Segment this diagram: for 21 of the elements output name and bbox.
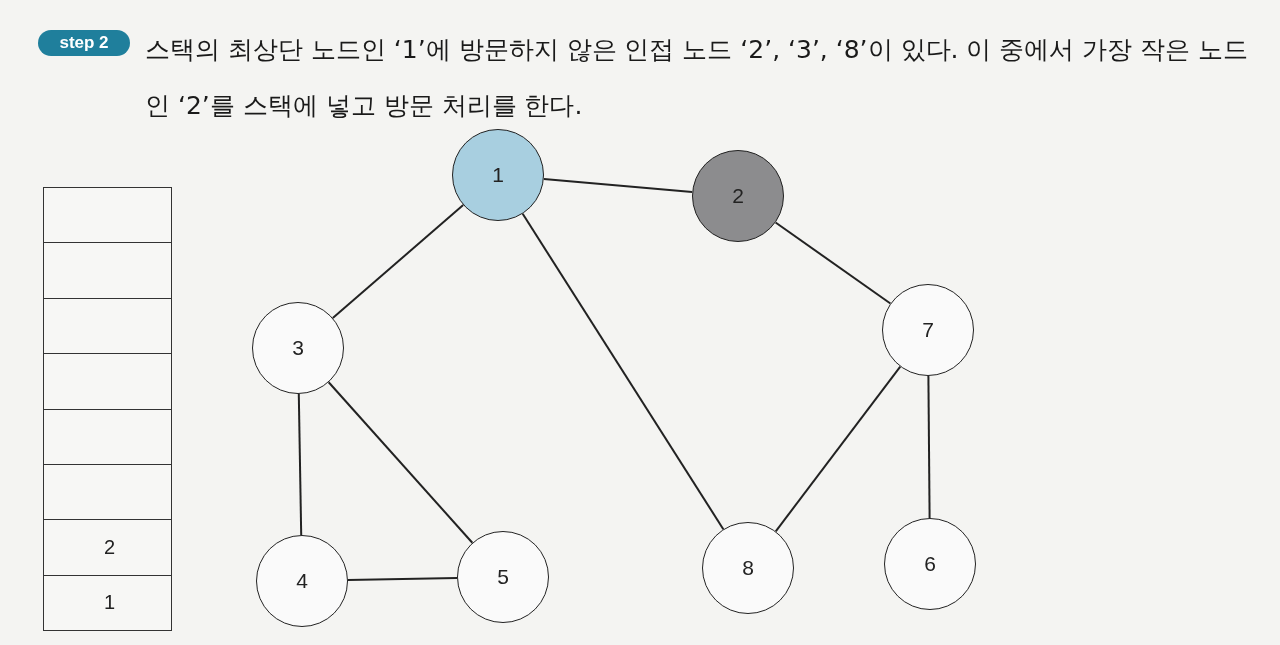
node-label: 3: [292, 336, 304, 360]
heading-text: 스택의 최상단 노드인 ‘1’에 방문하지 않은 인접 노드 ‘2’, ‘3’, ‘8’이 있다. 이 중에서 가장 작은 노드인 ‘2’를 스택에 넣고 방문 처리를 한다.: [145, 34, 1250, 122]
edge-line: [297, 393, 303, 536]
stack-value: 2: [104, 535, 116, 559]
step-badge: step 2: [38, 30, 130, 56]
edge-line: [347, 576, 458, 582]
edge-line: [327, 381, 474, 544]
node-label: 6: [924, 552, 936, 576]
edge-line: [542, 178, 694, 193]
edge-line: [521, 212, 725, 531]
node-label: 8: [742, 556, 754, 580]
edge-line: [927, 375, 931, 519]
node-label: 1: [492, 163, 504, 187]
stack-value: 1: [104, 591, 116, 615]
node-label: 4: [296, 569, 308, 593]
edge-line: [774, 221, 892, 305]
edge-line: [774, 365, 902, 533]
node-label: 2: [732, 184, 744, 208]
node-label: 7: [922, 318, 934, 342]
node-label: 5: [497, 565, 509, 589]
edge-line: [331, 204, 465, 319]
